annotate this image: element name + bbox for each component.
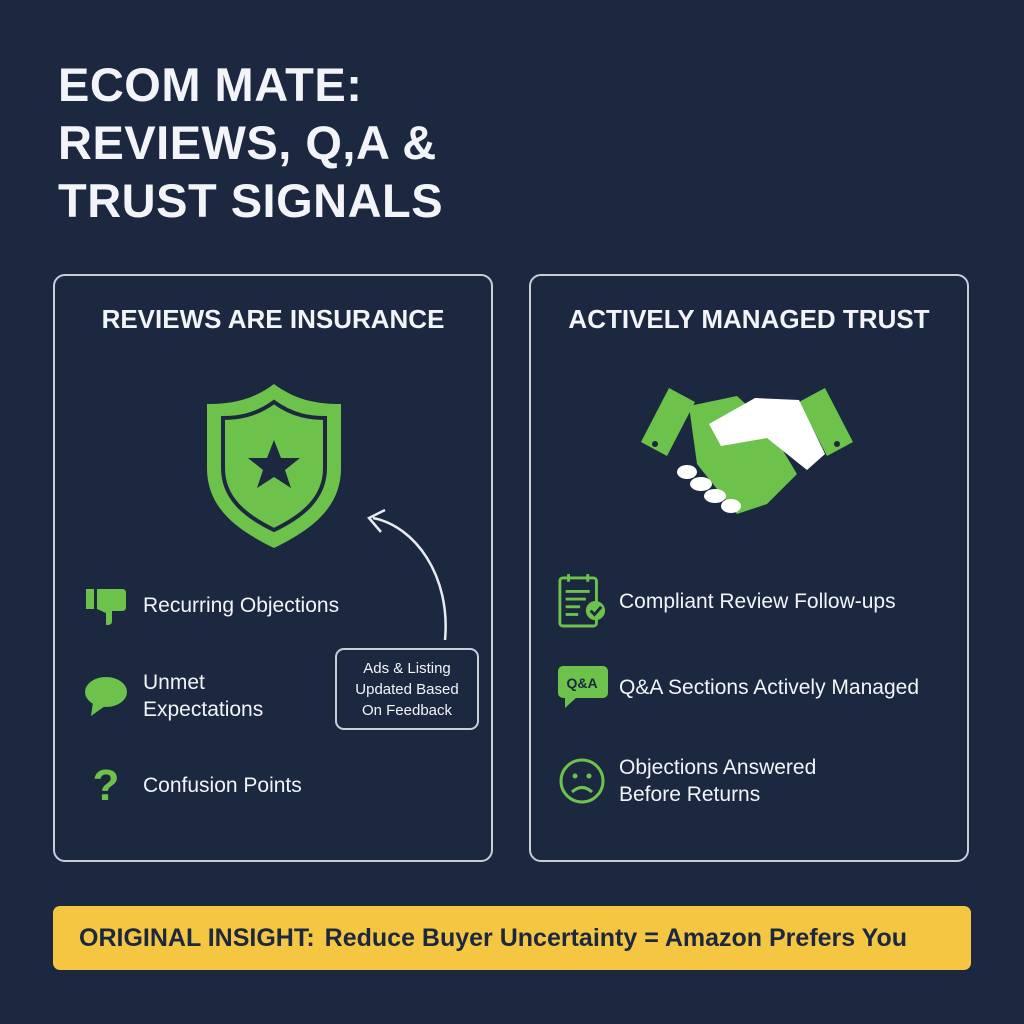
list-item: Compliant Review Follow-ups	[557, 574, 896, 628]
clipboard-check-icon	[557, 574, 607, 628]
trust-panel: ACTIVELY MANAGED TRUST Compliant Review …	[529, 274, 969, 862]
feedback-arrow	[367, 508, 447, 641]
shield-star-icon	[207, 384, 341, 548]
banner-text: Reduce Buyer Uncertainty = Amazon Prefer…	[324, 923, 908, 952]
panel-heading: REVIEWS ARE INSURANCE	[101, 304, 445, 334]
reviews-panel: REVIEWS ARE INSURANCE Recurring Objectio…	[53, 274, 493, 862]
callout-line: Updated Based	[355, 681, 459, 698]
speech-bubble-icon	[81, 671, 131, 721]
title-line-1: ECOM MATE:	[58, 58, 363, 111]
item-label: Confusion Points	[143, 773, 302, 797]
panel-heading: ACTIVELY MANAGED TRUST	[568, 304, 930, 334]
thumbs-down-icon	[81, 580, 131, 630]
item-label: Q&A Sections Actively Managed	[619, 675, 919, 699]
item-label: Recurring Objections	[143, 593, 340, 617]
insight-banner: ORIGINAL INSIGHT: Reduce Buyer Uncertain…	[53, 906, 971, 970]
list-item: ? Confusion Points	[81, 760, 302, 810]
list-item: Recurring Objections	[81, 580, 339, 630]
list-item: Q&A Q&A Sections Actively Managed	[557, 662, 919, 712]
item-label: Objections Answered Before Returns	[619, 756, 817, 806]
page-title: ECOM MATE: REVIEWS, Q,A & TRUST SIGNALS	[58, 56, 443, 230]
list-item: Unmet Expectations	[81, 669, 281, 723]
qa-badge-text: Q&A	[566, 674, 598, 691]
callout-line: Ads & Listing	[363, 660, 451, 677]
sad-face-icon	[557, 756, 607, 806]
item-label: Compliant Review Follow-ups	[619, 589, 896, 613]
qa-bubble-icon: Q&A	[557, 662, 608, 712]
title-line-3: TRUST SIGNALS	[58, 174, 444, 227]
title-line-2: REVIEWS, Q,A &	[58, 116, 437, 169]
item-label: Unmet Expectations	[143, 671, 264, 721]
list-item: Objections Answered Before Returns	[557, 754, 817, 808]
feedback-callout: Ads & Listing Updated Based On Feedback	[335, 648, 479, 730]
handshake-icon	[641, 388, 853, 514]
question-mark-icon: ?	[92, 760, 120, 810]
banner-prefix: ORIGINAL INSIGHT:	[79, 923, 315, 952]
callout-line: On Feedback	[361, 702, 453, 719]
